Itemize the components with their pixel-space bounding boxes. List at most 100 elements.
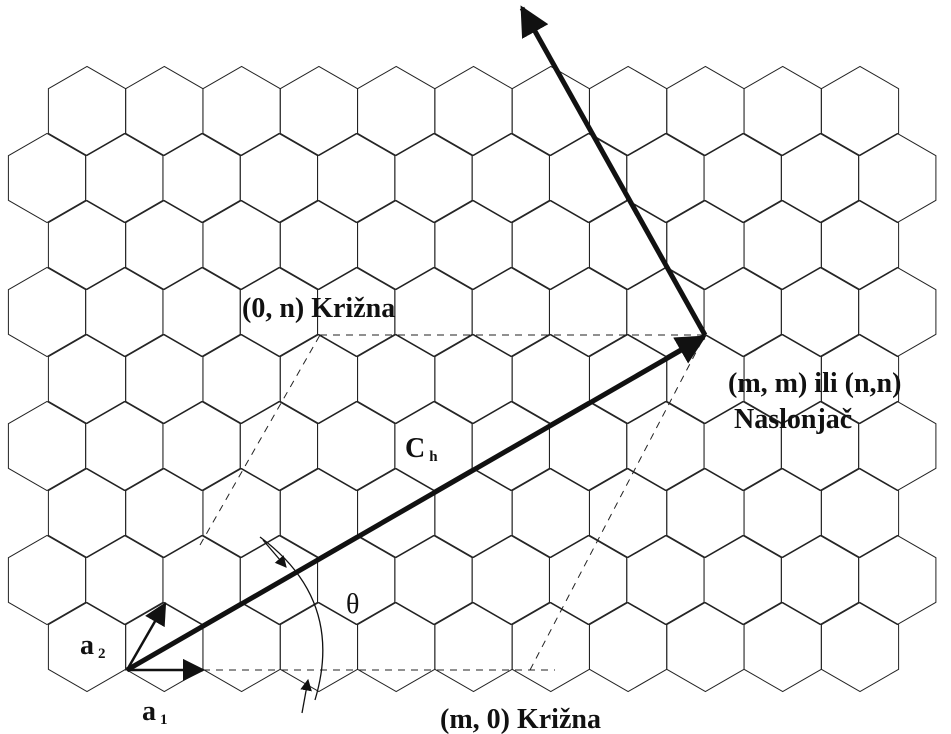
hexagon-cell [85,400,164,492]
label-a2: a 2 [80,630,106,662]
hexagon-cell [85,266,164,358]
hexagon-cell [202,601,281,693]
hexagon-cell [858,400,937,492]
hexagon-cell [549,266,628,358]
hexagon-cell [7,266,87,358]
hexagon-cell [279,199,358,291]
hexagon-cell [162,132,241,224]
hexagon-cell [549,400,628,492]
hexagon-cell [434,333,513,425]
hexagon-cell [666,199,745,291]
label-chiral-vector-sub: h [429,449,438,465]
hexagon-cell [589,65,668,157]
hexagon-cell [743,601,822,693]
hexagon-cell [666,601,745,693]
hexagon-cell [666,65,745,157]
label-zigzag-m0: (m, 0) Križna [440,704,601,734]
hexagon-cell [47,65,127,157]
hexagon-cell [626,132,705,224]
hexagon-cell [434,65,513,157]
hexagon-cell [162,266,241,358]
hexagon-cell [7,534,87,626]
hexagon-cell [471,266,550,358]
hexagon-cell [626,400,705,492]
vectors [125,5,708,682]
hexagon-cell [239,400,318,492]
hexagon-cell [162,400,241,492]
hexagon-cell [858,534,937,626]
hexagon-cell [743,199,822,291]
hexagon-cell [357,333,436,425]
label-a2-sub: 2 [98,646,106,662]
hexagon-cell [780,266,860,358]
hexagon-cell [434,199,513,291]
hexagon-cell [394,266,473,358]
angle-pointer-top [262,539,287,568]
dashed-line-zigzag-0n [199,334,321,546]
label-chiral-vector-main: C [405,433,425,464]
hexagon-cell [589,601,668,693]
hexagon-cell [743,65,822,157]
hexagon-cell [511,601,590,693]
hexagon-cell [85,132,164,224]
hexagon-cell [471,132,550,224]
hexagon-cell [858,266,937,358]
hexagon-cell [820,199,900,291]
hexagon-cell [125,333,204,425]
hexagon-cell [511,199,590,291]
label-armchair-line1: (m, m) ili (n,n) [728,368,901,399]
hexagon-cell [703,132,782,224]
translation-vector-arrow [519,5,708,337]
hexagon-cell [202,199,281,291]
angle-arc [259,536,324,701]
hexagon-cell [202,333,281,425]
label-a1: a 1 [142,696,168,728]
hexagon-cell [471,534,550,626]
chiral-angle-indicator [259,536,324,714]
hexagon-lattice [7,65,937,693]
hexagon-cell [780,132,860,224]
hexagon-cell [743,467,822,559]
hexagon-cell [7,132,87,224]
label-a1-sub: 1 [160,712,168,728]
hexagon-cell [279,333,358,425]
hexagon-cell [202,65,281,157]
label-armchair-line2: Naslonjač [734,404,852,435]
hexagon-cell [47,467,127,559]
hexagon-cell [47,333,127,425]
hexagon-cell [125,199,204,291]
hexagon-cell [703,266,782,358]
hexagon-cell [626,534,705,626]
hexagon-cell [85,534,164,626]
label-a1-main: a [142,696,156,727]
a2-vector-arrow [125,602,167,671]
hexagon-cell [820,601,900,693]
hexagon-cell [317,400,396,492]
hexagon-cell [858,132,937,224]
label-chiral-vector: C h [405,433,438,465]
label-theta: θ [346,589,359,620]
hexagon-cell [239,132,318,224]
chiral-vector-arrow [125,334,707,673]
hexagon-cell [7,400,87,492]
hexagon-cell [820,65,900,157]
hexagon-cell [125,65,204,157]
hexagon-cell [780,534,860,626]
hexagon-cell [434,467,513,559]
hexagon-cell [820,333,900,425]
hexagon-cell [279,65,358,157]
hexagon-cell [357,199,436,291]
hexagon-cell [125,467,204,559]
hexagon-cell [434,601,513,693]
dashed-line-zigzag-m0 [529,334,706,671]
hexagon-cell [820,467,900,559]
hexagon-cell [47,199,127,291]
hexagon-cell [703,534,782,626]
hexagon-cell [317,132,396,224]
hexagon-cell [357,65,436,157]
label-zigzag-0n: (0, n) Križna [242,293,395,324]
angle-pointer-bottom [300,678,312,714]
hexagon-cell [666,467,745,559]
label-a2-main: a [80,630,94,661]
